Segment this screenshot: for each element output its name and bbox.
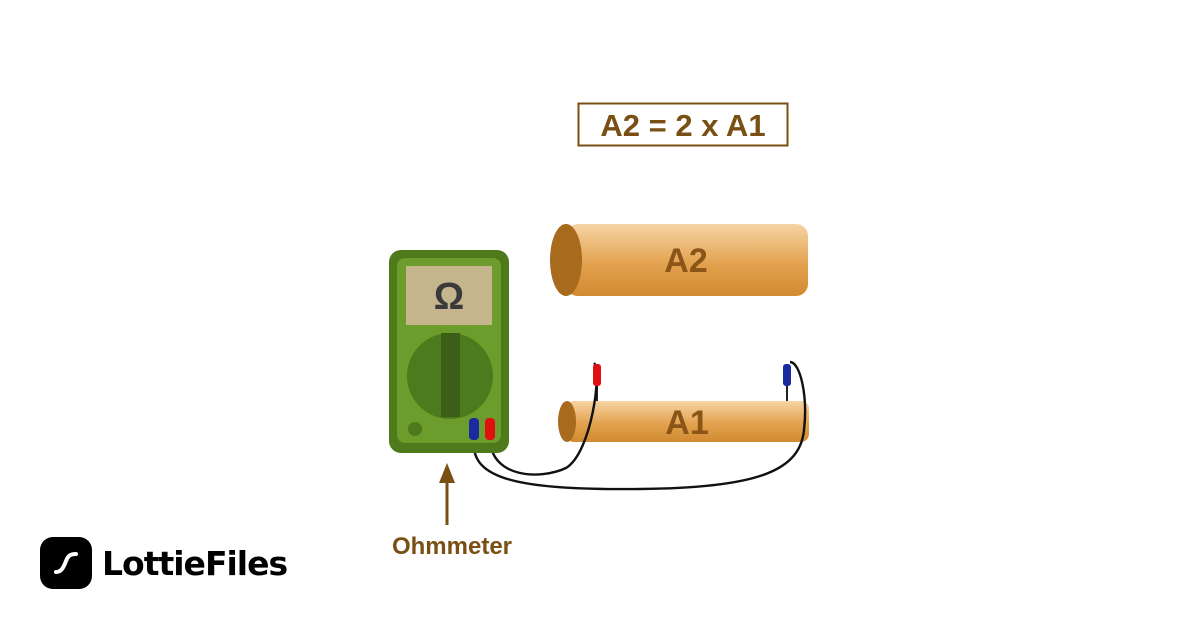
red-probe-clip: [593, 364, 601, 386]
pointer-arrow-head: [439, 463, 455, 483]
ohm-symbol: Ω: [434, 276, 464, 318]
ohmmeter-display: [406, 266, 492, 325]
indicator-light: [408, 422, 422, 436]
wire-a1-label: A1: [665, 404, 708, 442]
red-jack: [485, 418, 495, 440]
wire-a1: A1: [558, 401, 809, 442]
wire-a2: A2: [550, 224, 808, 296]
blue-probe-clip: [783, 364, 791, 386]
ohmmeter-label: Ohmmeter: [392, 533, 512, 560]
wire-a2-label: A2: [664, 242, 707, 280]
area-relation-box: A2 = 2 x A1: [577, 102, 789, 147]
wire-a1-end-face: [558, 401, 576, 442]
ohmmeter-pointer: Ohmmeter: [392, 463, 512, 560]
wire-a2-end-face: [550, 224, 582, 296]
blue-jack: [469, 418, 479, 440]
blue-lead-cable: [472, 360, 807, 491]
selector-knob: [441, 333, 460, 417]
area-relation-text: A2 = 2 x A1: [600, 108, 765, 143]
lottiefiles-wordmark: LottieFiles: [102, 543, 288, 583]
lottiefiles-logo-icon: [40, 537, 92, 589]
lottiefiles-brand[interactable]: LottieFiles: [40, 537, 288, 589]
ohmmeter: Ω: [389, 250, 509, 453]
